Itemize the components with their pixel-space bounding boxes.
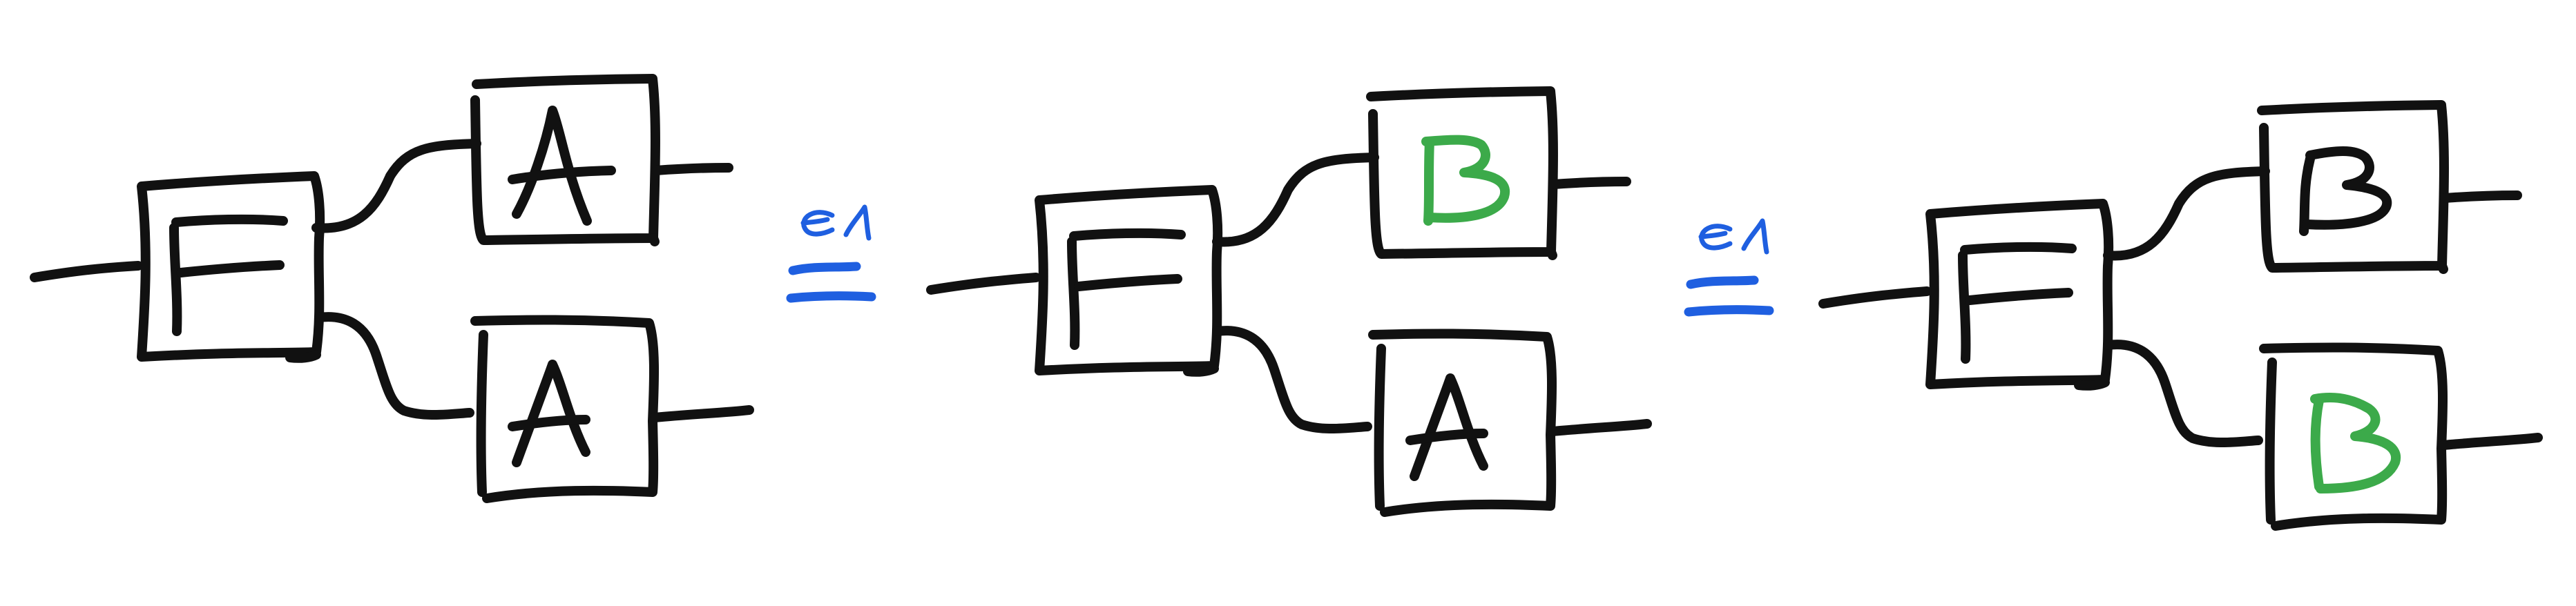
label-b-top-glyph: [2299, 146, 2392, 236]
f-glyph: [169, 214, 288, 336]
f-glyph: [1958, 242, 2077, 364]
label-a-bottom-glyph: [1405, 373, 1488, 481]
label-a-top-glyph: [508, 106, 616, 226]
label-out-1-2: A: [552, 422, 557, 430]
label-f-2: F: [1126, 284, 1130, 292]
box-output-wire-top: [1549, 177, 1631, 189]
f-output-wire-top: [311, 139, 481, 233]
label-b-bottom-glyph: [2310, 393, 2401, 493]
approx-symbol-2: [1684, 275, 1774, 317]
relation-subscript-2: ε₁: [1727, 236, 1733, 244]
input-wire: [926, 273, 1041, 295]
input-wire: [30, 261, 143, 282]
f-glyph: [1067, 228, 1186, 350]
f-output-wire-bottom: [314, 312, 474, 420]
f-output-wire-top: [2103, 166, 2270, 261]
epsilon-subscript-1: [800, 204, 872, 241]
relation-1: [786, 204, 876, 303]
label-out-2-2: A: [1450, 436, 1455, 444]
box-output-wire-bottom: [1548, 419, 1652, 436]
relation-symbol-1: ≈: [829, 284, 834, 292]
box-output-wire-bottom: [2439, 433, 2543, 450]
box-output-wire-bottom: [650, 405, 754, 422]
box-output-wire-top: [651, 163, 733, 175]
input-wire: [1818, 286, 1932, 309]
label-out-3-2: B: [2341, 450, 2346, 458]
epsilon-subscript-2: [1698, 218, 1769, 255]
relation-subscript-1: ε₁: [829, 222, 835, 230]
relation-2: [1684, 218, 1774, 317]
diagram-2: [926, 86, 1652, 517]
f-output-wire-bottom: [1212, 326, 1372, 433]
label-out-3-1: B: [2341, 202, 2346, 209]
label-out-1-1: A: [552, 174, 557, 182]
diagram-1: [30, 74, 754, 503]
label-a-bottom-glyph: [508, 360, 590, 467]
diagram-3: [1818, 100, 2543, 531]
approx-symbol-1: [786, 262, 876, 303]
box-output-wire-top: [2440, 190, 2522, 203]
f-output-wire-bottom: [2103, 340, 2263, 447]
label-f-1: F: [228, 271, 232, 278]
f-output-wire-top: [1212, 153, 1379, 247]
label-b-top-glyph: [1421, 135, 1510, 226]
relation-symbol-2: ≈: [1727, 298, 1732, 306]
label-out-2-1: B: [1450, 188, 1455, 195]
label-f-3: F: [2017, 298, 2021, 306]
